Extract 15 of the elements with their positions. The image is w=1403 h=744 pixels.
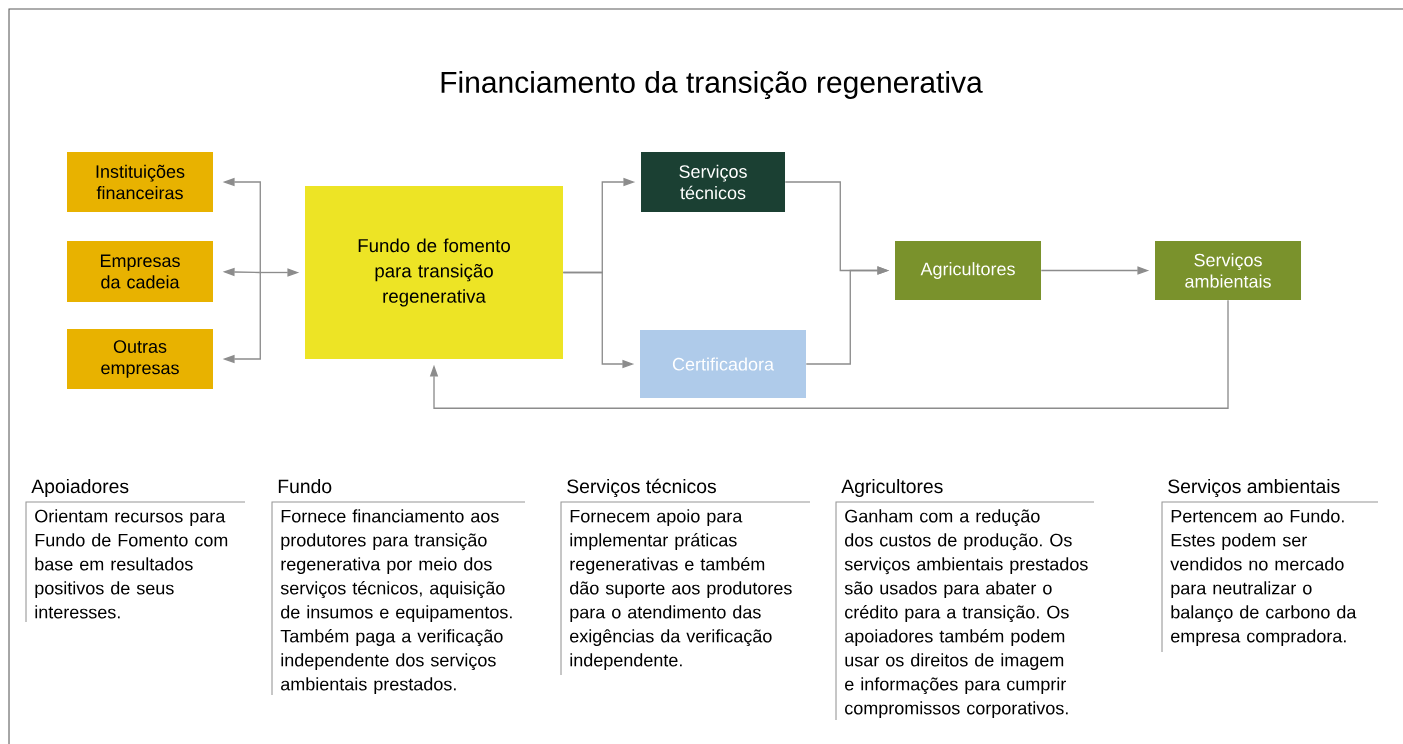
description-panel: Agricultores Ganham com a redução dos custos de produção. Os serviços ambientais prestados são usados para abater o crédito para a transição. Os apoiadores também podem usar os direitos de imagem e informações para cumprir compromissos corporativos. [835,479,1095,721]
process-box: Certificadora [640,330,806,398]
title: Financiamento da transição regenerativa [441,70,983,100]
description-panel: Fundo Fornece financiamento aos produtores para transição regenerativa por meio dos serviços técnicos, aquisição de insumos e equipamentos. Também paga a verificação independente dos serviços ambientais prestados. [271,479,526,696]
process-box: Agricultores [895,241,1041,300]
description-panel: Serviços ambientais Pertencem ao Fundo. Estes podem ser vendidos no mercado para neutralizar o balanço de carbono da empresa compradora. [1161,479,1379,653]
arrow [429,299,1229,409]
fund-box: Fundo de fomento para transição regenerativa [305,186,563,359]
description-panel: Serviços técnicos Fornecem apoio para implementar práticas regenerativas e também dão suporte aos produtores para o atendimento das exigências da verificação independente. [560,478,811,676]
supporter-box: Empresas da cadeia [67,241,213,302]
description-panel: Apoiadores Orientam recursos para Fundo de Fomento com base em resultados positivos de seus interesses. [25,479,246,623]
process-box: Serviços ambientais [1155,241,1301,300]
supporter-box: Instituições financeiras [67,152,213,212]
process-box: Serviços técnicos [641,152,785,212]
supporter-box: Outras empresas [67,329,213,389]
